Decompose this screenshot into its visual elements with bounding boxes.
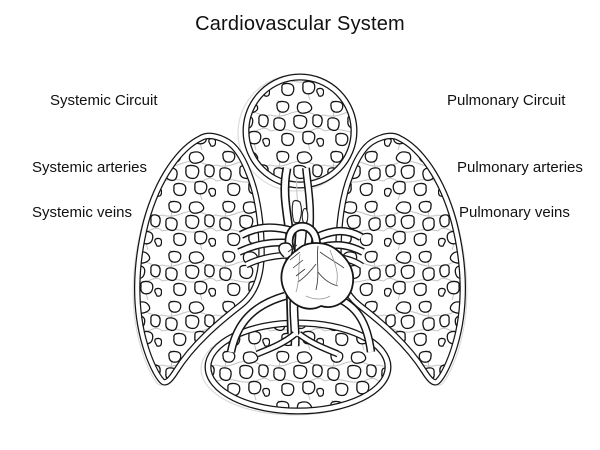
heart-hatch-lines <box>287 244 306 277</box>
aortic-arch <box>284 221 321 253</box>
label-pulmonary-circuit: Pulmonary Circuit <box>447 92 566 109</box>
heart <box>278 242 355 310</box>
heart-shading-lines <box>295 249 338 300</box>
label-pulmonary-veins: Pulmonary veins <box>459 204 570 221</box>
lower-body-capillary-bed <box>204 319 392 415</box>
head-capillary-bed <box>242 73 358 189</box>
label-systemic-arteries: Systemic arteries <box>32 159 148 176</box>
label-systemic-veins: Systemic veins <box>32 204 133 221</box>
page-title: Cardiovascular System <box>195 13 405 35</box>
label-pulmonary-arteries: Pulmonary arteries <box>457 159 583 176</box>
label-systemic-circuit: Systemic Circuit <box>50 92 158 109</box>
